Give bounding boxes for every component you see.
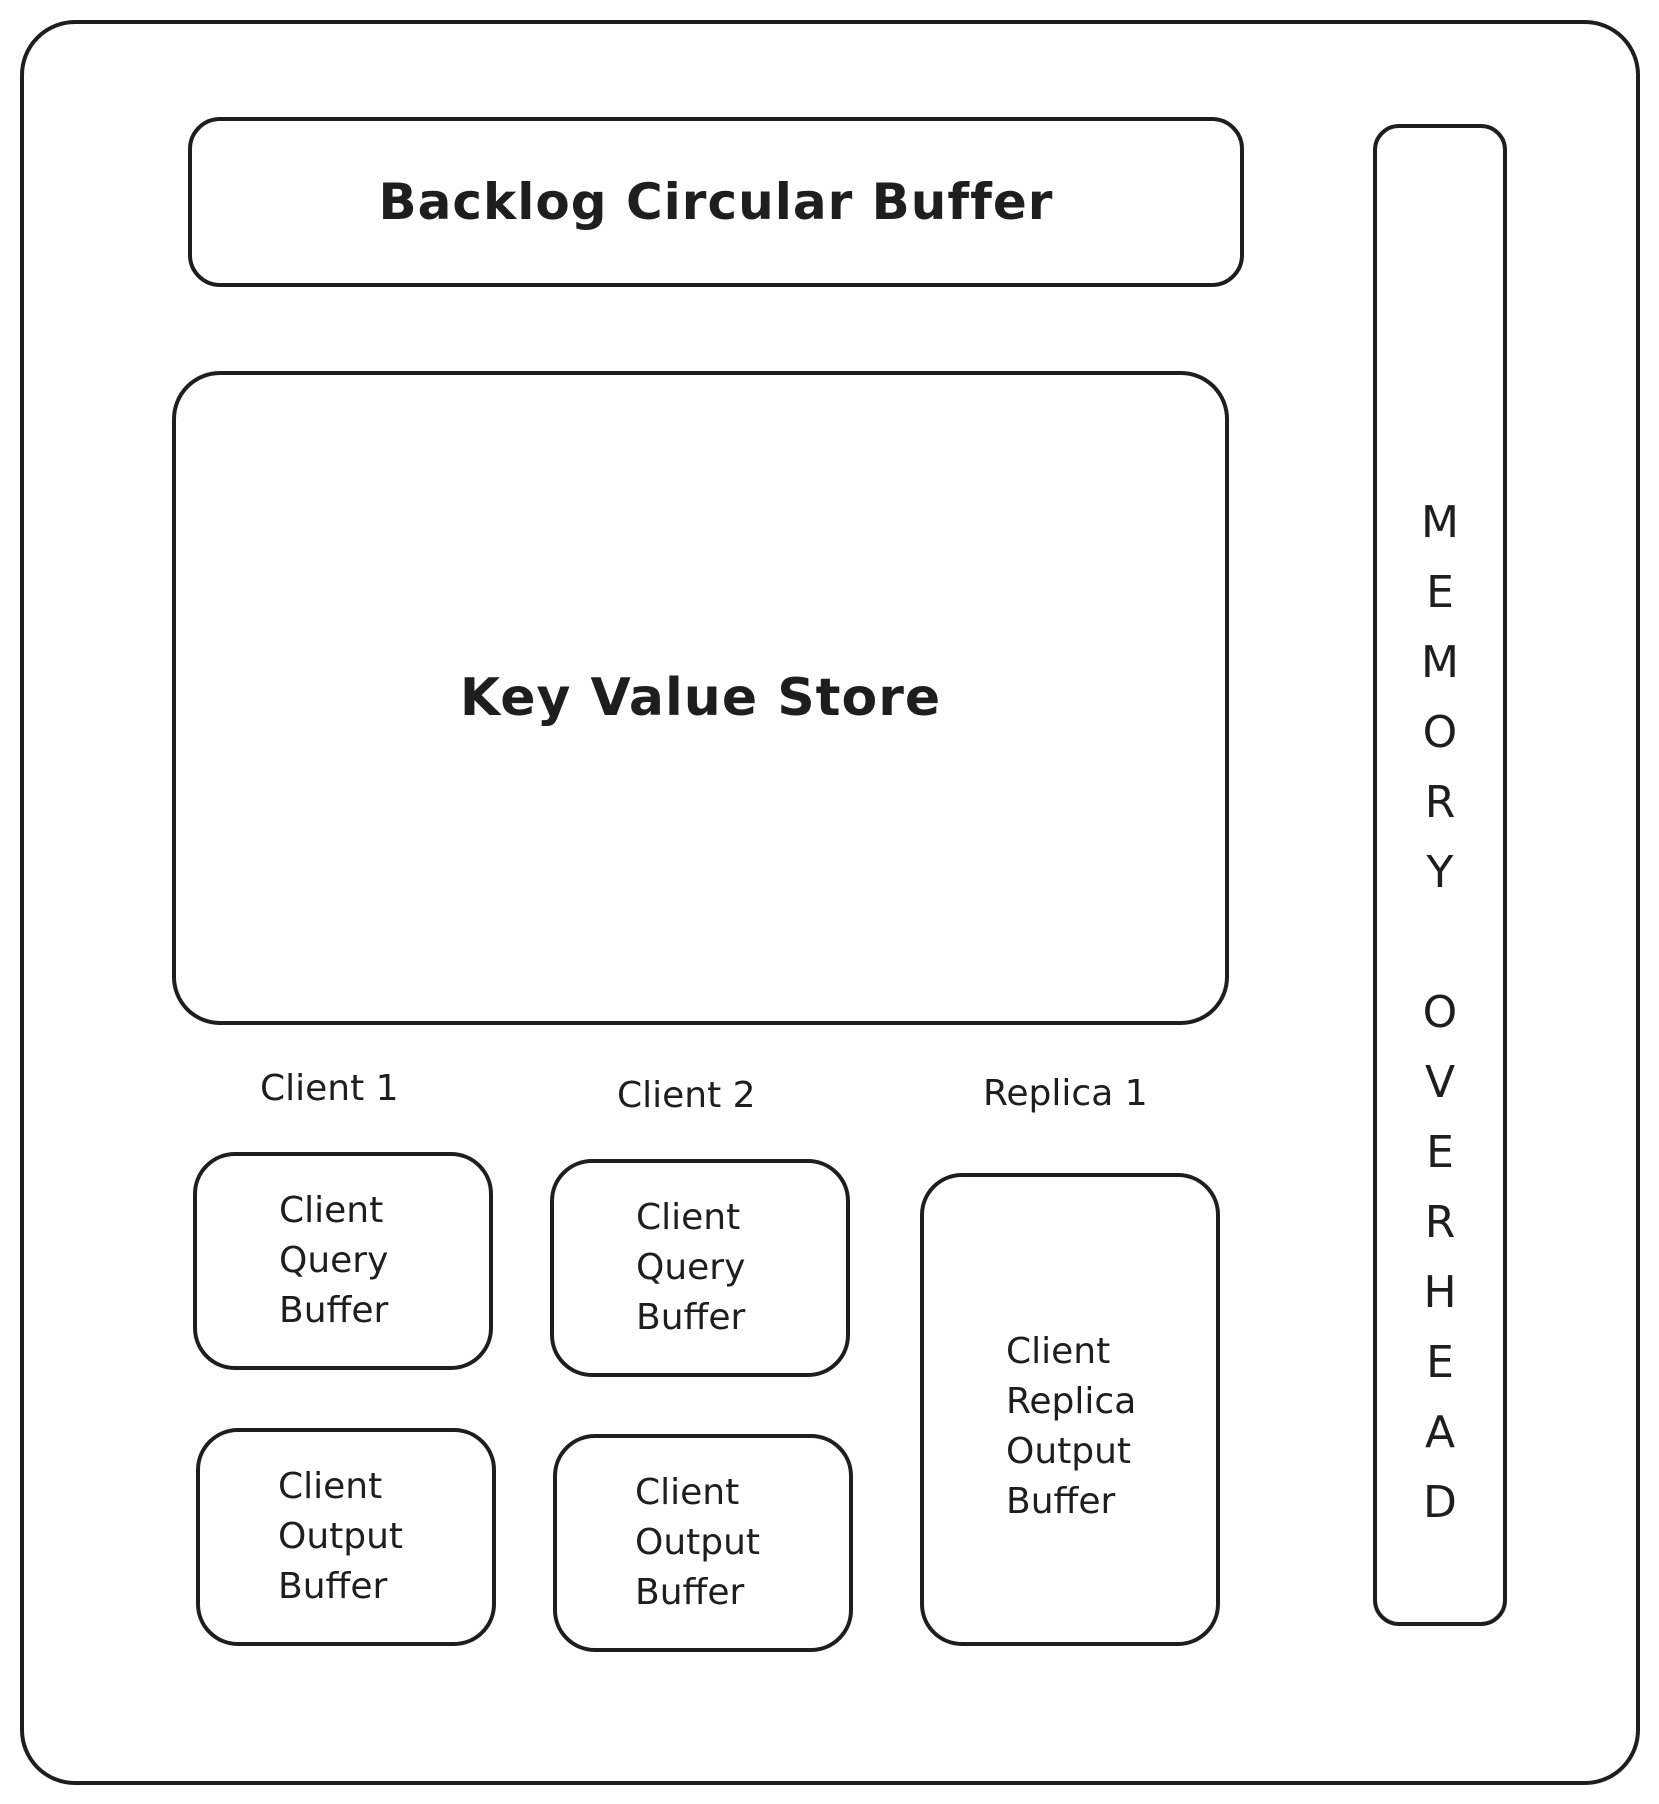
client2-output-buffer-text: Client Output Buffer: [635, 1468, 760, 1618]
line: Client: [1006, 1331, 1111, 1372]
key-value-store: Key Value Store: [172, 371, 1229, 1025]
line: Query: [279, 1240, 389, 1281]
replica1-output-buffer: Client Replica Output Buffer: [920, 1173, 1220, 1646]
client1-output-buffer: Client Output Buffer: [196, 1428, 496, 1646]
line: Buffer: [636, 1297, 746, 1338]
line: Output: [635, 1522, 761, 1563]
client2-query-buffer-text: Client Query Buffer: [636, 1193, 745, 1343]
kv-store-label: Key Value Store: [459, 668, 942, 728]
overhead-letter: V: [1424, 1057, 1456, 1108]
overhead-letter: A: [1424, 1407, 1456, 1458]
replica1-label: Replica 1: [983, 1073, 1148, 1114]
memory-letter: E: [1426, 567, 1454, 618]
replica1-output-buffer-text: Client Replica Output Buffer: [1006, 1327, 1136, 1527]
client2-label: Client 2: [617, 1075, 756, 1116]
client2-query-buffer: Client Query Buffer: [550, 1159, 850, 1377]
line: Output: [1006, 1431, 1132, 1472]
line: Buffer: [279, 1290, 389, 1331]
client1-label: Client 1: [260, 1068, 399, 1109]
client1-output-buffer-text: Client Output Buffer: [278, 1462, 403, 1612]
memory-overhead-label: M E M O R Y O V E R H E A D: [1377, 488, 1503, 1538]
overhead-letter: O: [1422, 987, 1458, 1038]
memory-letter: M: [1421, 497, 1459, 548]
backlog-circular-buffer: Backlog Circular Buffer: [188, 117, 1244, 287]
memory-letter: O: [1422, 707, 1458, 758]
client2-output-buffer: Client Output Buffer: [553, 1434, 853, 1652]
backlog-label: Backlog Circular Buffer: [378, 173, 1054, 231]
line: Buffer: [278, 1566, 388, 1607]
line: Output: [278, 1516, 404, 1557]
overhead-letter: R: [1424, 1197, 1456, 1248]
line: Client: [278, 1466, 383, 1507]
line: Buffer: [1006, 1481, 1116, 1522]
memory-letter: Y: [1426, 847, 1454, 898]
overhead-letter: E: [1426, 1337, 1454, 1388]
client1-query-buffer: Client Query Buffer: [193, 1152, 493, 1370]
memory-letter: R: [1424, 777, 1456, 828]
line: Replica: [1006, 1381, 1137, 1422]
line: Buffer: [635, 1572, 745, 1613]
memory-overhead-bar: M E M O R Y O V E R H E A D: [1373, 124, 1507, 1626]
overhead-letter: D: [1423, 1477, 1457, 1528]
overhead-letter: E: [1426, 1127, 1454, 1178]
line: Query: [636, 1247, 746, 1288]
overhead-letter: H: [1423, 1267, 1457, 1318]
line: Client: [635, 1472, 740, 1513]
memory-container: [20, 20, 1640, 1785]
memory-letter: M: [1421, 637, 1459, 688]
line: Client: [279, 1190, 384, 1231]
client1-query-buffer-text: Client Query Buffer: [279, 1186, 388, 1336]
line: Client: [636, 1197, 741, 1238]
